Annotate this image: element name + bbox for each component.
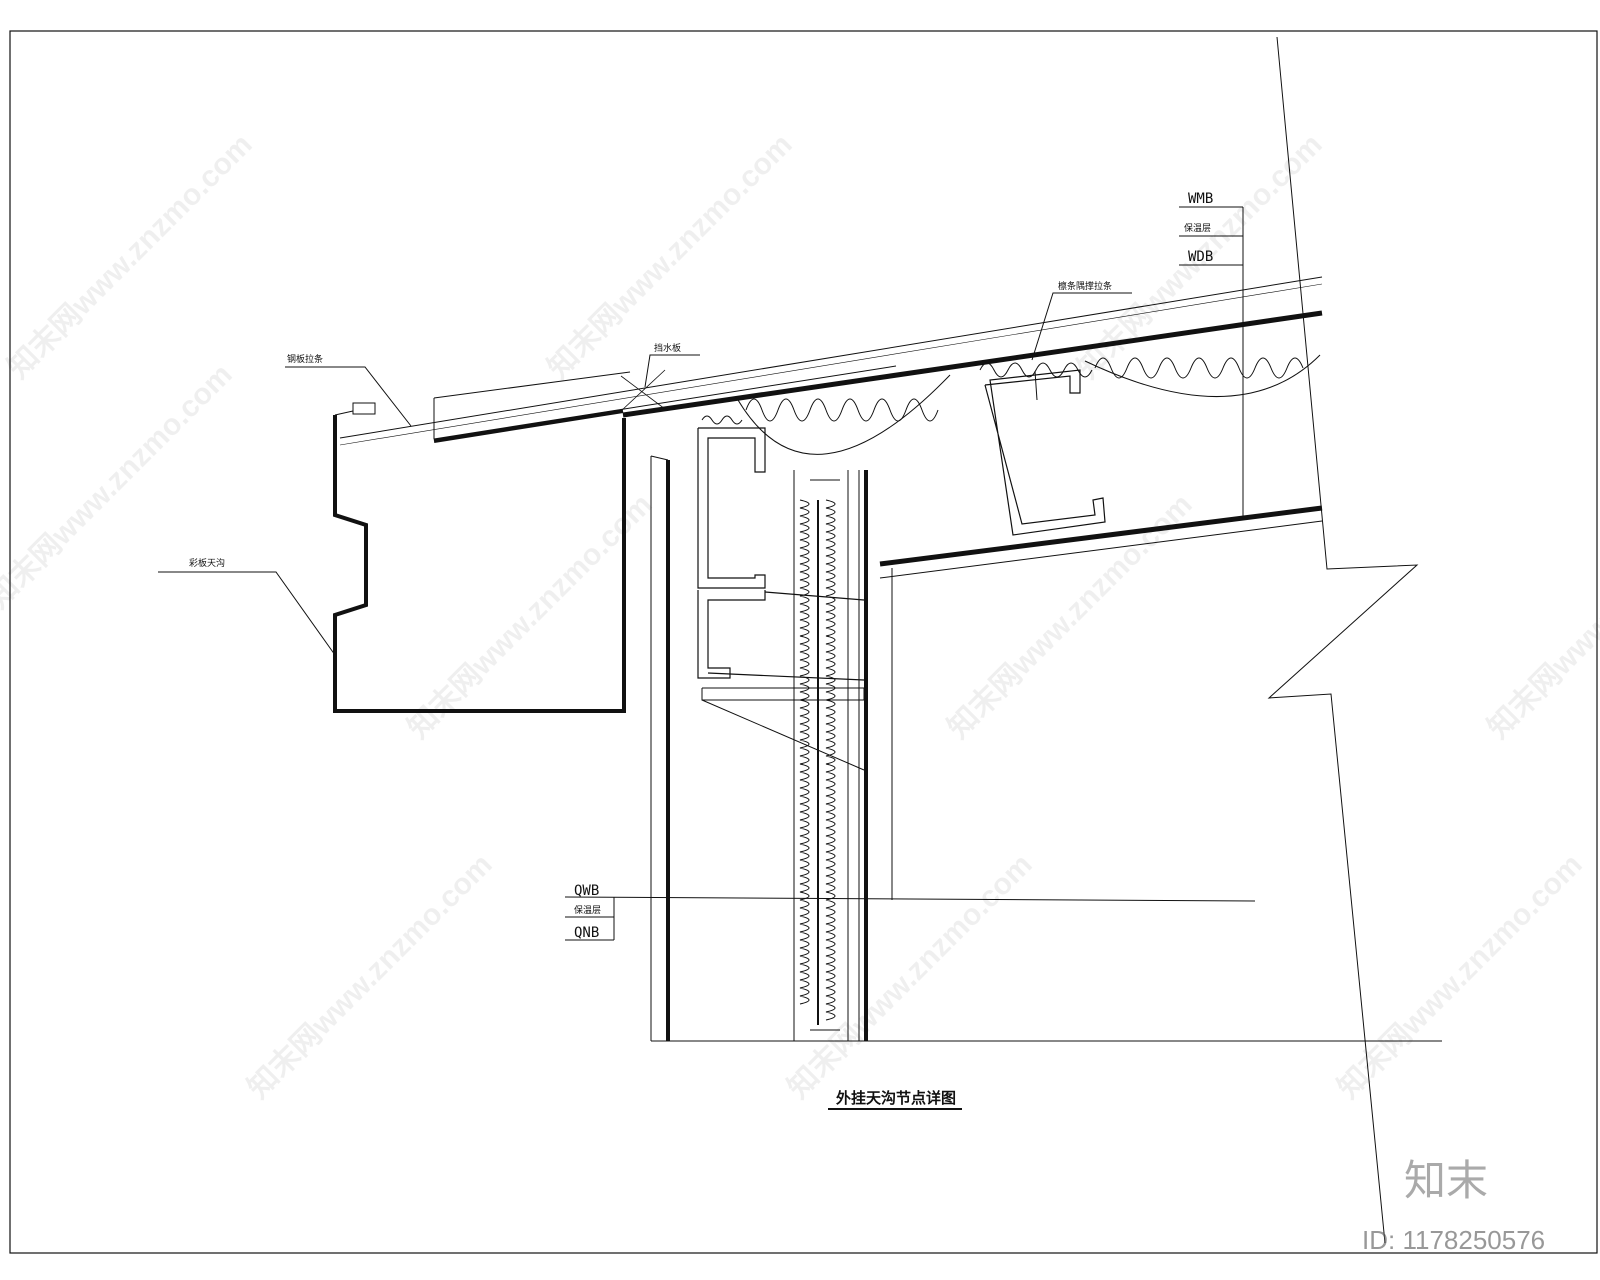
roof-panel [339,276,1323,579]
watermark-text: 知末网www.znzmo.com [1482,488,1600,745]
wall-inner-panel-label: QNB [574,925,599,941]
gutter-label: 彩板天沟 [189,557,225,569]
roof-callout [1179,206,1244,520]
gutter-bracket-leader [285,366,412,427]
gutter-bracket-label: 钢板拉条 [287,353,323,365]
wall-outer-panel [650,455,1442,1042]
wall-girt [697,427,865,681]
drawing-title: 外挂天沟节点详图 [835,1089,956,1107]
flashing-leader [644,354,700,388]
watermark-text: 知末网www.znzmo.com [242,848,499,1105]
roof-outer-panel-label: WMB [1188,191,1213,207]
roof-insulation [701,354,1321,455]
brand-watermark: 知末 [1404,1156,1488,1205]
watermark-text: 知末网www.znzmo.com [2,128,259,385]
wall-insulation-label: 保温层 [574,904,601,916]
purlin-brace-leader [1031,292,1132,361]
purlin-brace-label: 檩条隅撑拉条 [1058,280,1112,292]
wall-bracket [701,687,865,701]
gutter-leader [158,571,336,656]
roof-insulation-label: 保温层 [1184,222,1211,234]
wall-outer-panel-label: QWB [574,883,599,899]
break-line [1267,36,1419,1244]
gutter-lip [352,402,376,415]
drawing-frame [9,30,1598,1254]
roof-inner-panel-label: WDB [1188,249,1213,265]
gutter-bracket [334,410,354,416]
bracket-brace [701,699,865,771]
roof-purlin [984,369,1106,536]
flashing-label: 挡水板 [654,342,681,354]
wall-sandwich-panel [793,470,868,1041]
watermark-text: 知末网www.znzmo.com [402,488,659,745]
purlin-brace [1034,370,1038,401]
wall-callout [564,896,1256,941]
watermark-text: 知末网www.znzmo.com [0,358,239,615]
gutter-profile [333,415,626,713]
watermark-text: 知末网www.znzmo.com [1332,848,1589,1105]
id-watermark: ID: 1178250576 [1362,1225,1545,1255]
watermark-text: 知末网www.znzmo.com [782,848,1039,1105]
